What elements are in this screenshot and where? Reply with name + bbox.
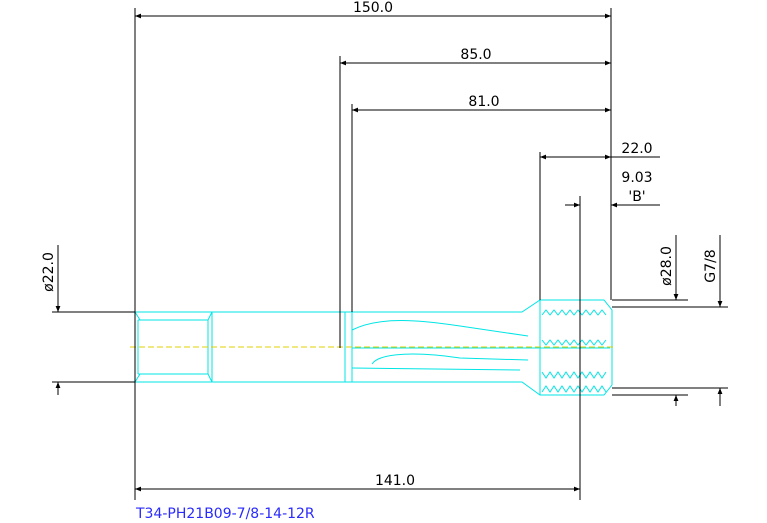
part-outline <box>134 299 613 396</box>
collet-upper <box>345 299 572 313</box>
dim-85-text: 85.0 <box>460 47 491 63</box>
shank-outline <box>212 311 345 383</box>
dim-141-text: 141.0 <box>375 473 415 489</box>
part-number-label: T34-PH21B09-7/8-14-12R <box>135 506 315 522</box>
dim-dia22-text: ø22.0 <box>41 252 57 292</box>
thread-upper-teeth <box>541 309 607 346</box>
dim-g78-text: G7/8 <box>703 249 719 282</box>
collet-lower <box>345 381 572 396</box>
hex-chamfer-right <box>207 311 213 383</box>
hex-flats <box>137 319 209 375</box>
collet-slot-upper <box>351 320 529 337</box>
thread-lower-teeth <box>541 371 607 393</box>
ref-b-text: 'B' <box>628 189 645 205</box>
dimension-lines <box>52 8 728 500</box>
dim-150-text: 150.0 <box>353 0 393 16</box>
dim-81-text: 81.0 <box>468 94 499 110</box>
dim-dia28-text: ø28.0 <box>659 246 675 286</box>
hex-end <box>134 311 213 383</box>
dim-22-text: 22.0 <box>621 141 652 157</box>
collet-slot-lower <box>371 353 529 365</box>
hex-chamfer-left <box>134 311 141 383</box>
collet-slot-bottom <box>351 367 521 371</box>
dim-9-text: 9.03 <box>621 170 652 186</box>
